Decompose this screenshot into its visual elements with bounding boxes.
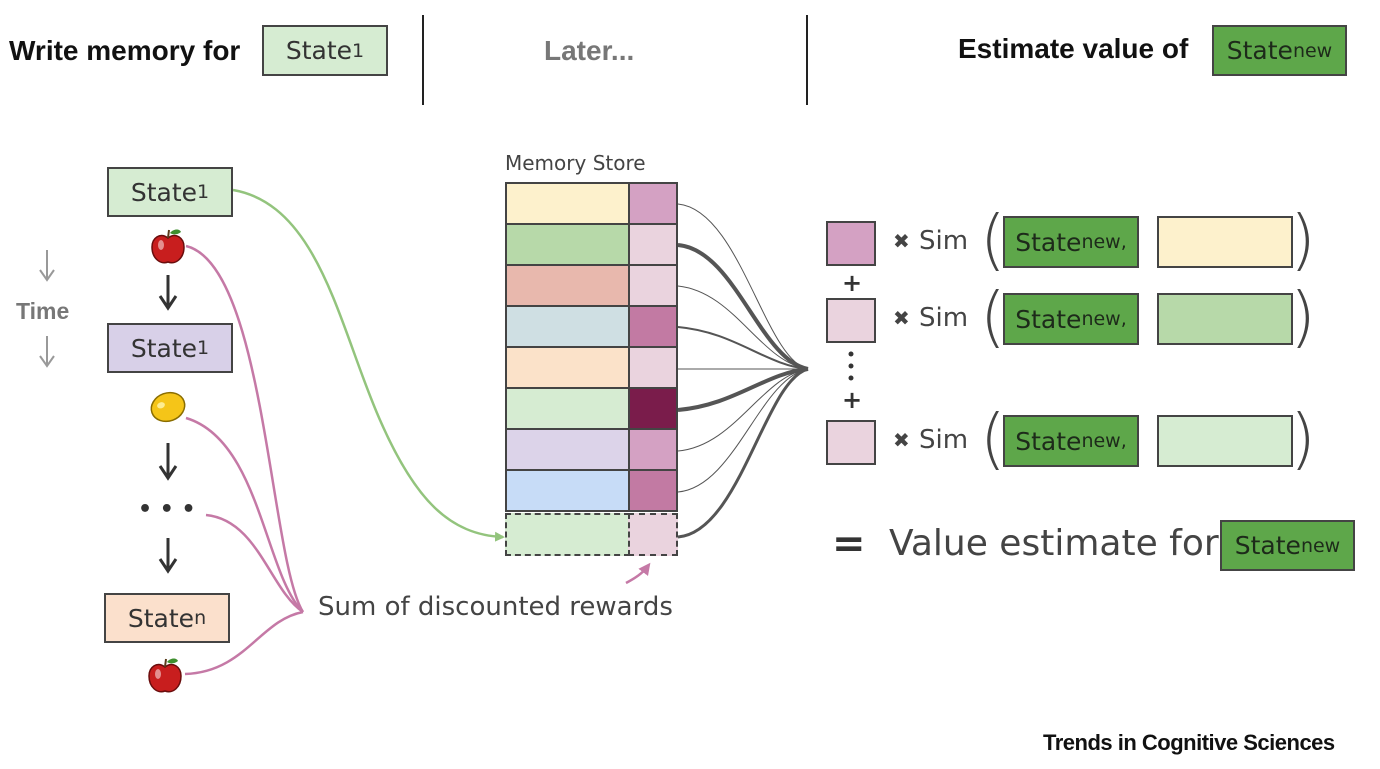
state-subscript: new: [1300, 534, 1341, 557]
memory-value-cell: [628, 469, 678, 512]
state-label: State: [130, 177, 198, 207]
state-subscript: 1: [352, 39, 365, 62]
header-write-memory: Write memory for: [9, 35, 241, 66]
apple-icon: [148, 658, 182, 693]
sim-memory-box: [1157, 216, 1293, 268]
header-divider-right: [806, 15, 808, 105]
state-label: State: [1015, 304, 1082, 334]
header-estimate-value: Estimate value of: [958, 33, 1189, 64]
state-label: State: [1234, 531, 1301, 560]
close-paren: ): [1290, 201, 1316, 278]
value-square: [826, 420, 876, 465]
memory-value-cell: [628, 387, 678, 430]
state-subscript: new,: [1081, 231, 1127, 253]
write-memory-arrow: [232, 188, 505, 542]
timeline-arrow-2: [158, 443, 178, 481]
value-square: [826, 298, 876, 343]
memory-value-cell: [628, 223, 678, 266]
estimate-ellipsis: [848, 351, 854, 381]
timeline-arrow-1: [158, 275, 178, 311]
reward-curves: [184, 244, 305, 676]
memory-state-cell: [505, 346, 630, 389]
state-subscript: 1: [197, 181, 210, 203]
memory-state-cell: [505, 264, 630, 307]
open-paren: (: [980, 400, 1006, 477]
memory-value-cell: [628, 305, 678, 348]
open-paren: (: [980, 278, 1006, 355]
lemon-icon: [150, 391, 186, 423]
timeline-arrow-3: [158, 538, 178, 574]
value-square: [826, 221, 876, 266]
sum-discounted-rewards-label: Sum of discounted rewards: [318, 592, 673, 622]
equals-sign: =: [832, 521, 866, 567]
sim-memory-box: [1157, 415, 1293, 467]
memory-value-cell: [628, 264, 678, 307]
journal-footer: Trends in Cognitive Sciences: [1043, 730, 1335, 755]
sim-label: Sim: [919, 226, 969, 256]
memory-value-cell: [628, 428, 678, 471]
memory-state-cell: [505, 182, 630, 225]
close-paren: ): [1290, 278, 1316, 355]
memory-value-cell: [628, 513, 678, 556]
close-paren: ): [1290, 400, 1316, 477]
state-subscript: n: [194, 607, 207, 629]
state-label: State: [127, 603, 195, 633]
memory-state-cell: [505, 223, 630, 266]
state-label: State: [1015, 426, 1082, 456]
plus-sign-2: +: [842, 386, 863, 414]
time-arrow-down: [39, 336, 55, 368]
memory-store-label: Memory Store: [505, 151, 646, 175]
memory-value-cell: [628, 346, 678, 389]
state-subscript: 1: [197, 337, 210, 359]
state-subscript: new,: [1081, 430, 1127, 452]
state-label: State: [130, 333, 198, 363]
header-divider-left: [422, 15, 424, 105]
plus-sign-1: +: [842, 269, 863, 297]
similarity-lines: [677, 203, 809, 539]
times-icon: ✖: [893, 229, 910, 253]
state-subscript: new,: [1081, 308, 1127, 330]
sum-arrow: [625, 562, 651, 585]
timeline-ellipsis: • • •: [138, 497, 196, 522]
memory-state-cell: [505, 387, 630, 430]
memory-state-cell: [505, 469, 630, 512]
sim-label: Sim: [919, 425, 969, 455]
header-later: Later...: [544, 35, 635, 66]
sim-label: Sim: [919, 303, 969, 333]
apple-icon: [151, 229, 185, 264]
times-icon: ✖: [893, 428, 910, 452]
sim-memory-box: [1157, 293, 1293, 345]
memory-state-cell: [505, 305, 630, 348]
state-subscript: new: [1292, 39, 1333, 62]
times-icon: ✖: [893, 306, 910, 330]
memory-value-cell: [628, 182, 678, 225]
time-label: Time: [16, 298, 70, 324]
memory-state-cell: [505, 428, 630, 471]
state-label: State: [285, 36, 353, 65]
state-label: State: [1226, 36, 1293, 65]
state-label: State: [1015, 227, 1082, 257]
memory-state-cell: [505, 513, 630, 556]
open-paren: (: [980, 201, 1006, 278]
value-estimate-label: Value estimate for: [889, 523, 1219, 564]
time-arrow-up: [39, 250, 55, 282]
